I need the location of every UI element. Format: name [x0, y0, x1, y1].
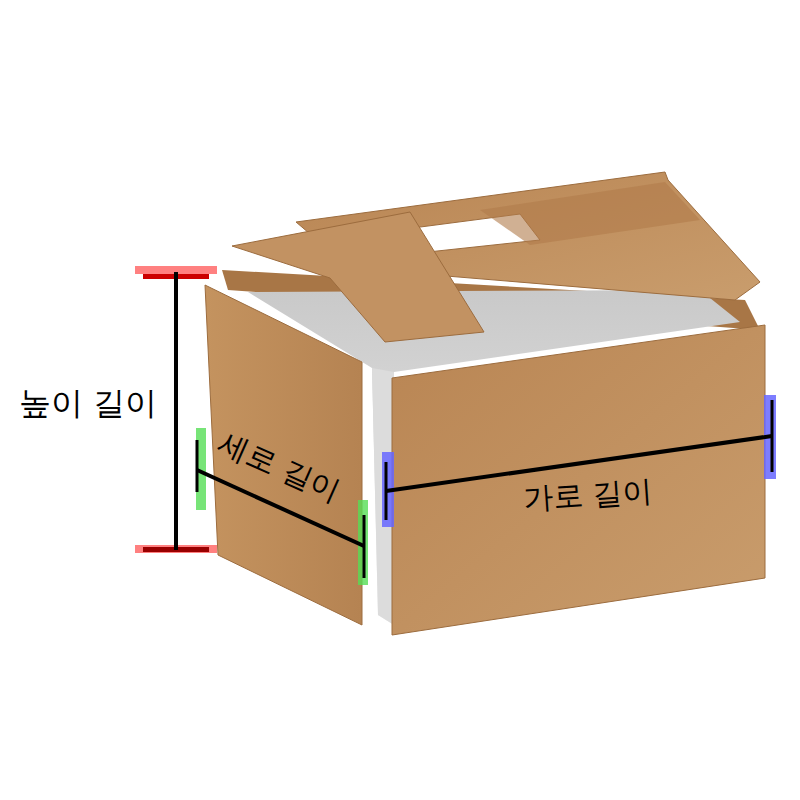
foam-insert-edge: [372, 368, 394, 625]
height-line: [174, 272, 178, 550]
depth-tick: [196, 440, 199, 492]
height-label: 높이 길이: [19, 386, 157, 421]
lid-fold: [480, 182, 700, 245]
width-label: 가로 길이: [522, 473, 654, 515]
side-face: [205, 285, 362, 625]
front-face: [392, 325, 765, 635]
